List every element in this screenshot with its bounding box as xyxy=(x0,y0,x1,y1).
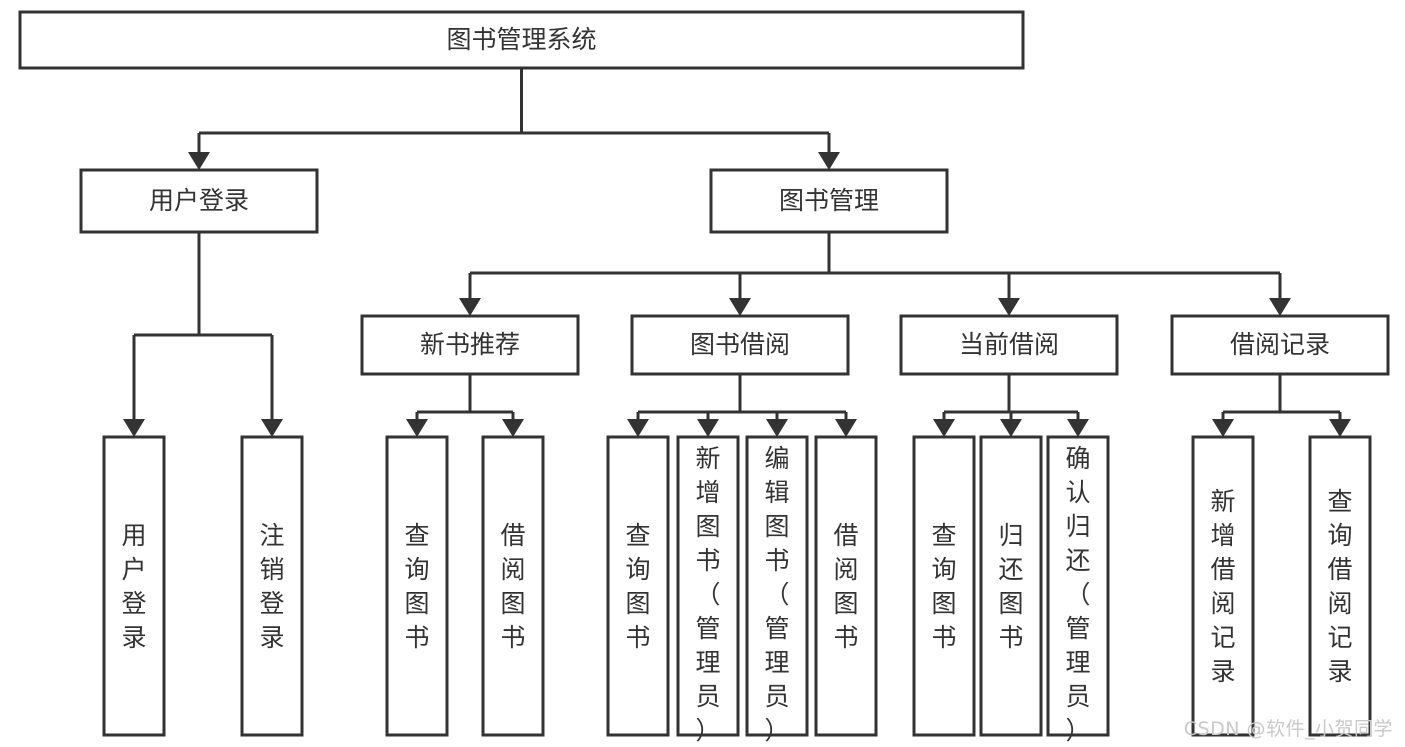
arrow-head xyxy=(818,152,840,170)
edge-group-root xyxy=(188,68,840,170)
arrow-head xyxy=(1269,298,1291,316)
node-box-leaf-user-login[interactable] xyxy=(102,435,166,737)
node-label-leaf-query-record: 查询借阅记录 xyxy=(1327,487,1352,686)
node-box-new-book-rec[interactable] xyxy=(360,314,580,376)
node-box-leaf-add-record[interactable] xyxy=(1191,435,1255,737)
node-leaf-query-book-cb[interactable]: 查询图书 xyxy=(912,435,976,737)
node-label-leaf-add-book: 新增图书（管理员） xyxy=(695,444,720,745)
node-label-leaf-confirm-return: 确认归还（管理员） xyxy=(1065,444,1090,745)
arrow-head xyxy=(406,419,428,437)
arrow-head xyxy=(766,419,788,437)
node-box-leaf-return-book[interactable] xyxy=(979,435,1043,737)
node-box-leaf-borrow-book-rec[interactable] xyxy=(481,435,545,737)
node-box-leaf-edit-book[interactable] xyxy=(745,435,809,737)
node-label-user-login: 用户登录 xyxy=(149,186,249,215)
node-label-leaf-return-book: 归还图书 xyxy=(998,521,1023,652)
node-leaf-add-book[interactable]: 新增图书（管理员） xyxy=(676,435,740,745)
node-box-book-borrow[interactable] xyxy=(630,314,850,376)
node-box-current-borrow[interactable] xyxy=(899,314,1119,376)
node-leaf-borrow-book-bb[interactable]: 借阅图书 xyxy=(814,435,878,737)
node-book-manage[interactable]: 图书管理 xyxy=(709,168,949,234)
node-current-borrow[interactable]: 当前借阅 xyxy=(899,314,1119,376)
node-label-leaf-query-book-rec: 查询图书 xyxy=(404,521,429,652)
node-leaf-logout[interactable]: 注销登录 xyxy=(240,435,304,737)
node-label-leaf-borrow-book-bb: 借阅图书 xyxy=(833,521,858,652)
node-box-root[interactable] xyxy=(18,10,1025,70)
node-leaf-return-book[interactable]: 归还图书 xyxy=(979,435,1043,737)
node-box-borrow-record[interactable] xyxy=(1170,314,1390,376)
arrow-head xyxy=(835,419,857,437)
arrow-head xyxy=(188,152,210,170)
node-label-leaf-add-record: 新增借阅记录 xyxy=(1210,487,1235,686)
node-root[interactable]: 图书管理系统 xyxy=(18,10,1025,70)
node-label-current-borrow: 当前借阅 xyxy=(959,330,1059,359)
edge-group-new-book-rec xyxy=(406,374,524,437)
arrow-head xyxy=(1329,419,1351,437)
node-leaf-query-book-bb[interactable]: 查询图书 xyxy=(606,435,670,737)
arrow-head xyxy=(261,419,283,437)
node-borrow-record[interactable]: 借阅记录 xyxy=(1170,314,1390,376)
edges-layer xyxy=(123,68,1351,437)
node-label-leaf-user-login: 用户登录 xyxy=(121,521,146,652)
arrow-head xyxy=(502,419,524,437)
arrow-head xyxy=(1067,419,1089,437)
nodes-layer: 图书管理系统用户登录图书管理新书推荐图书借阅当前借阅借阅记录用户登录注销登录查询… xyxy=(18,10,1390,745)
node-box-user-login[interactable] xyxy=(79,168,319,234)
node-box-leaf-query-book-cb[interactable] xyxy=(912,435,976,737)
arrow-head xyxy=(459,298,481,316)
node-user-login[interactable]: 用户登录 xyxy=(79,168,319,234)
arrow-head xyxy=(998,298,1020,316)
node-leaf-borrow-book-rec[interactable]: 借阅图书 xyxy=(481,435,545,737)
node-leaf-confirm-return[interactable]: 确认归还（管理员） xyxy=(1046,435,1110,745)
node-box-leaf-query-book-bb[interactable] xyxy=(606,435,670,737)
edge-group-book-manage xyxy=(459,232,1291,316)
edge-group-current-borrow xyxy=(933,374,1089,437)
node-box-leaf-query-record[interactable] xyxy=(1308,435,1372,737)
arrow-head xyxy=(1212,419,1234,437)
node-box-leaf-borrow-book-bb[interactable] xyxy=(814,435,878,737)
node-label-root: 图书管理系统 xyxy=(446,25,596,54)
arrow-head xyxy=(1000,419,1022,437)
node-box-book-manage[interactable] xyxy=(709,168,949,234)
arrow-head xyxy=(729,298,751,316)
node-box-leaf-query-book-rec[interactable] xyxy=(385,435,449,737)
node-leaf-query-record[interactable]: 查询借阅记录 xyxy=(1308,435,1372,737)
node-label-new-book-rec: 新书推荐 xyxy=(420,330,520,359)
edge-group-book-borrow xyxy=(627,374,857,437)
arrow-head xyxy=(697,419,719,437)
node-leaf-edit-book[interactable]: 编辑图书（管理员） xyxy=(745,435,809,745)
node-label-book-manage: 图书管理 xyxy=(779,186,879,215)
node-label-leaf-query-book-cb: 查询图书 xyxy=(931,521,956,652)
arrow-head xyxy=(627,419,649,437)
node-box-leaf-confirm-return[interactable] xyxy=(1046,435,1110,737)
node-leaf-query-book-rec[interactable]: 查询图书 xyxy=(385,435,449,737)
node-box-leaf-add-book[interactable] xyxy=(676,435,740,737)
node-label-leaf-borrow-book-rec: 借阅图书 xyxy=(500,521,525,652)
node-label-leaf-query-book-bb: 查询图书 xyxy=(625,521,650,652)
node-box-leaf-logout[interactable] xyxy=(240,435,304,737)
node-label-leaf-logout: 注销登录 xyxy=(259,521,284,652)
node-label-book-borrow: 图书借阅 xyxy=(690,330,790,359)
edge-group-borrow-record xyxy=(1212,374,1351,437)
node-book-borrow[interactable]: 图书借阅 xyxy=(630,314,850,376)
node-label-leaf-edit-book: 编辑图书（管理员） xyxy=(764,444,789,745)
arrow-head xyxy=(123,419,145,437)
node-leaf-user-login[interactable]: 用户登录 xyxy=(102,435,166,737)
node-new-book-rec[interactable]: 新书推荐 xyxy=(360,314,580,376)
edge-group-user-login xyxy=(123,232,283,437)
arrow-head xyxy=(933,419,955,437)
node-leaf-add-record[interactable]: 新增借阅记录 xyxy=(1191,435,1255,737)
node-label-borrow-record: 借阅记录 xyxy=(1230,330,1330,359)
